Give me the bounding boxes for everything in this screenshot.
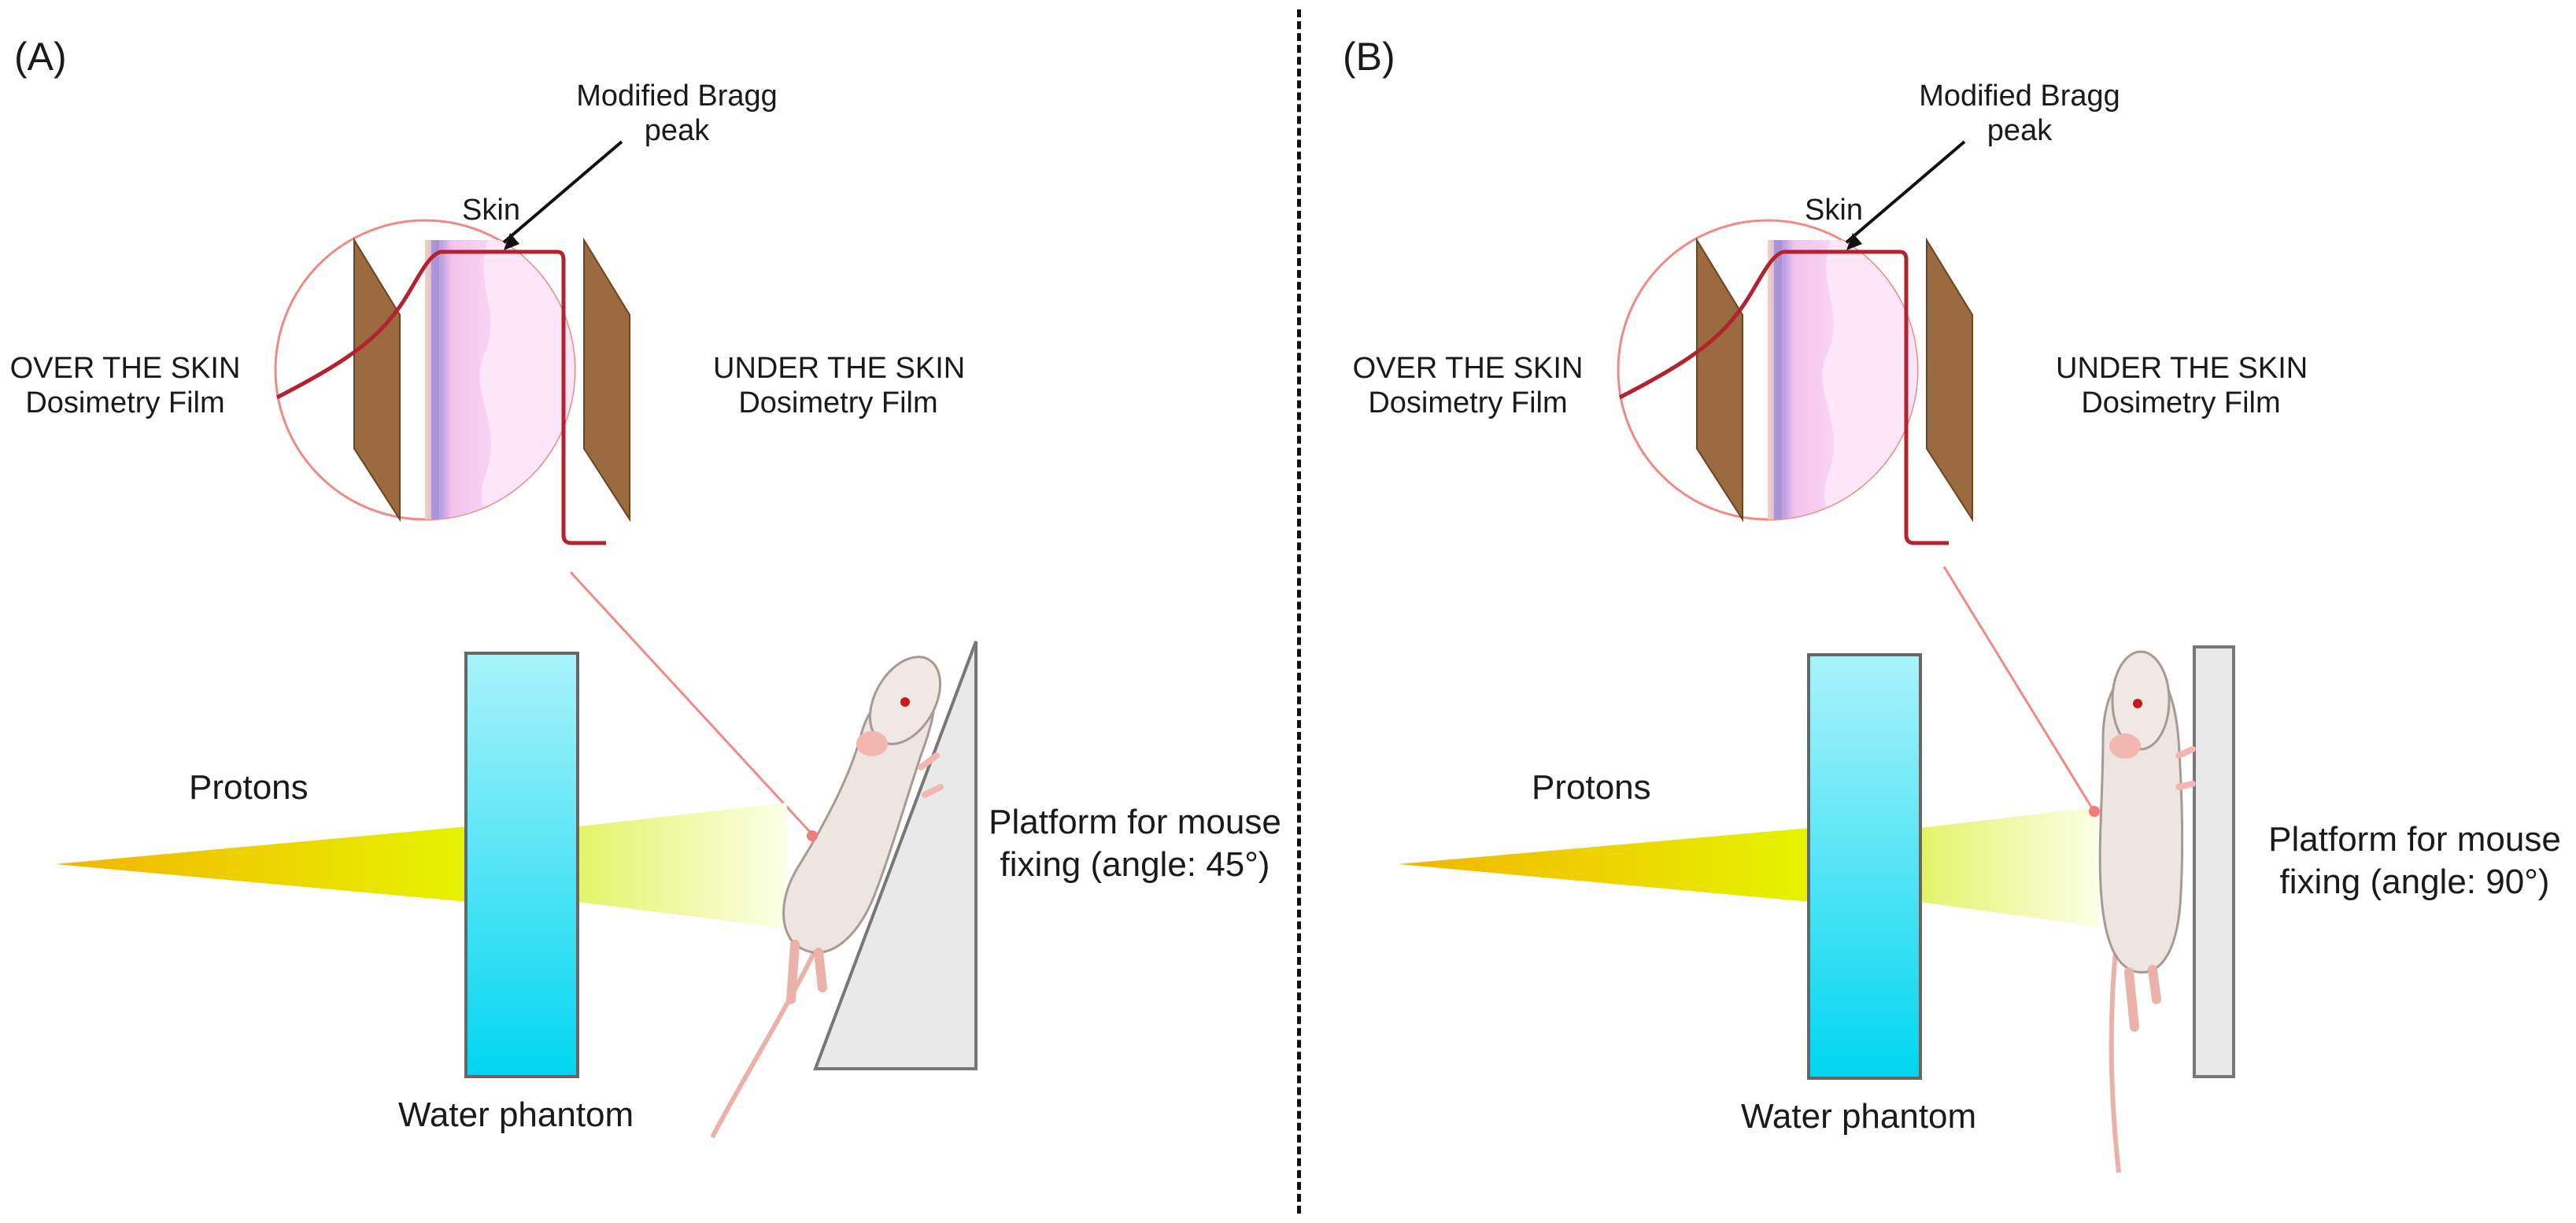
over-skin-film: [353, 237, 401, 523]
panel-b: [1398, 140, 2235, 1173]
water-phantom-label: Water phantom: [398, 1096, 634, 1134]
skin-label: Skin: [1805, 194, 1863, 227]
over-skin-film: [1696, 237, 1743, 523]
magnifier-connector: [1942, 566, 2095, 811]
proton-beam-exit: [578, 803, 787, 929]
mouse-a: [710, 656, 944, 1139]
bragg-arrow: [1845, 140, 1966, 244]
panel-a: [55, 140, 978, 1139]
platform-90: [2193, 645, 2235, 1078]
bragg-curve: [275, 249, 606, 545]
water-phantom: [1807, 653, 1922, 1080]
panel-divider: [1297, 9, 1301, 1214]
proton-beam: [1398, 828, 1810, 902]
proton-beam-exit: [1920, 807, 2100, 927]
beam-target-dot: [807, 830, 818, 841]
bragg-curve: [1618, 249, 1949, 545]
protons-label: Protons: [189, 768, 309, 807]
skin-label: Skin: [462, 194, 520, 227]
under-skin-film: [583, 237, 630, 523]
protons-label: Protons: [1532, 768, 1651, 807]
bragg-arrow: [502, 140, 623, 244]
magnifier-connector: [569, 571, 812, 834]
under-skin-film: [1926, 237, 1973, 523]
platform-45: [813, 641, 978, 1070]
panel-letter: (B): [1343, 35, 1395, 79]
epidermis-layer: [425, 240, 492, 519]
beam-target-dot: [2089, 806, 2100, 817]
panel-letter: (A): [14, 35, 67, 79]
proton-beam: [55, 826, 468, 902]
water-phantom-label: Water phantom: [1741, 1097, 1977, 1136]
water-phantom: [464, 652, 579, 1078]
mouse-b: [2098, 650, 2196, 1173]
